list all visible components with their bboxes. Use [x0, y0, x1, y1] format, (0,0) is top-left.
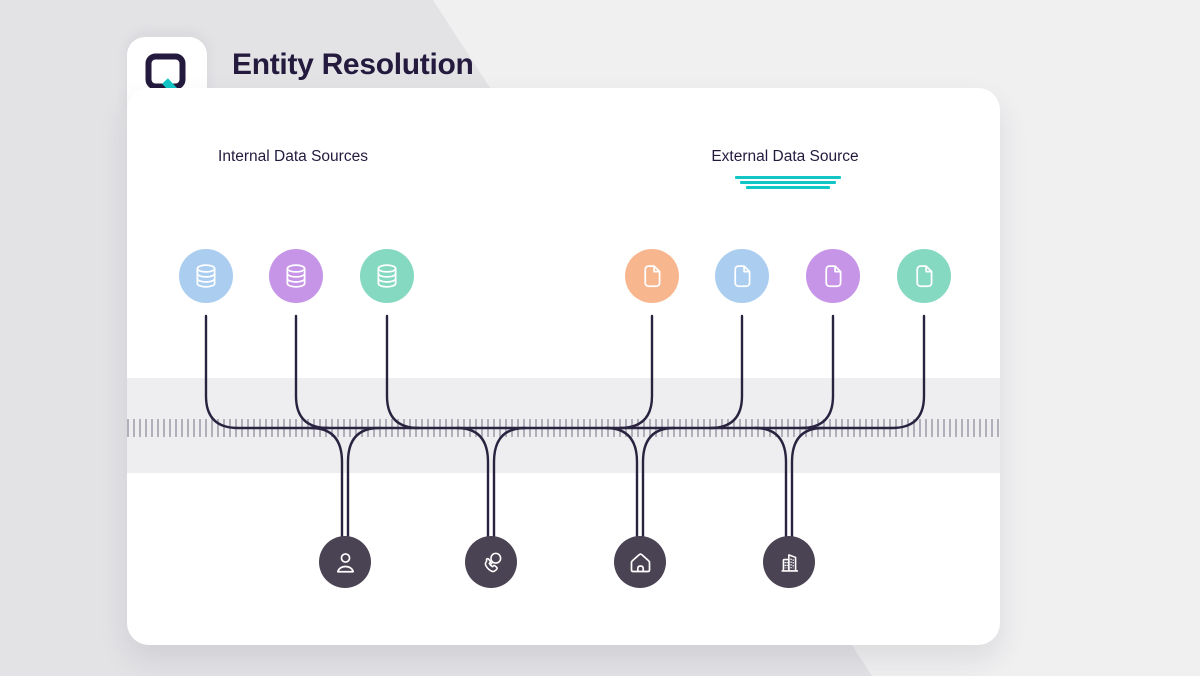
- external-highlight-lines: [735, 176, 841, 189]
- diagram-card: [127, 88, 1000, 645]
- document-icon: [825, 265, 842, 288]
- external-source-3: [806, 249, 860, 303]
- entity-building: [763, 536, 815, 588]
- external-source-1: [625, 249, 679, 303]
- document-icon: [916, 265, 933, 288]
- person-icon: [336, 552, 354, 573]
- tick-strip: [127, 419, 1000, 437]
- database-icon: [196, 264, 216, 288]
- page-title: Entity Resolution: [232, 48, 474, 81]
- internal-source-1: [179, 249, 233, 303]
- internal-sources-label: Internal Data Sources: [218, 148, 368, 165]
- document-icon: [734, 265, 751, 288]
- external-source-2: [715, 249, 769, 303]
- home-icon: [630, 552, 650, 572]
- entity-home: [614, 536, 666, 588]
- building-icon: [781, 553, 798, 572]
- entity-person: [319, 536, 371, 588]
- database-icon: [377, 264, 397, 288]
- entity-phone: [465, 536, 517, 588]
- document-icon: [644, 265, 661, 288]
- phone-icon: [484, 552, 501, 572]
- external-source-4: [897, 249, 951, 303]
- external-source-label: External Data Source: [711, 148, 859, 165]
- internal-source-2: [269, 249, 323, 303]
- database-icon: [286, 264, 306, 288]
- internal-source-3: [360, 249, 414, 303]
